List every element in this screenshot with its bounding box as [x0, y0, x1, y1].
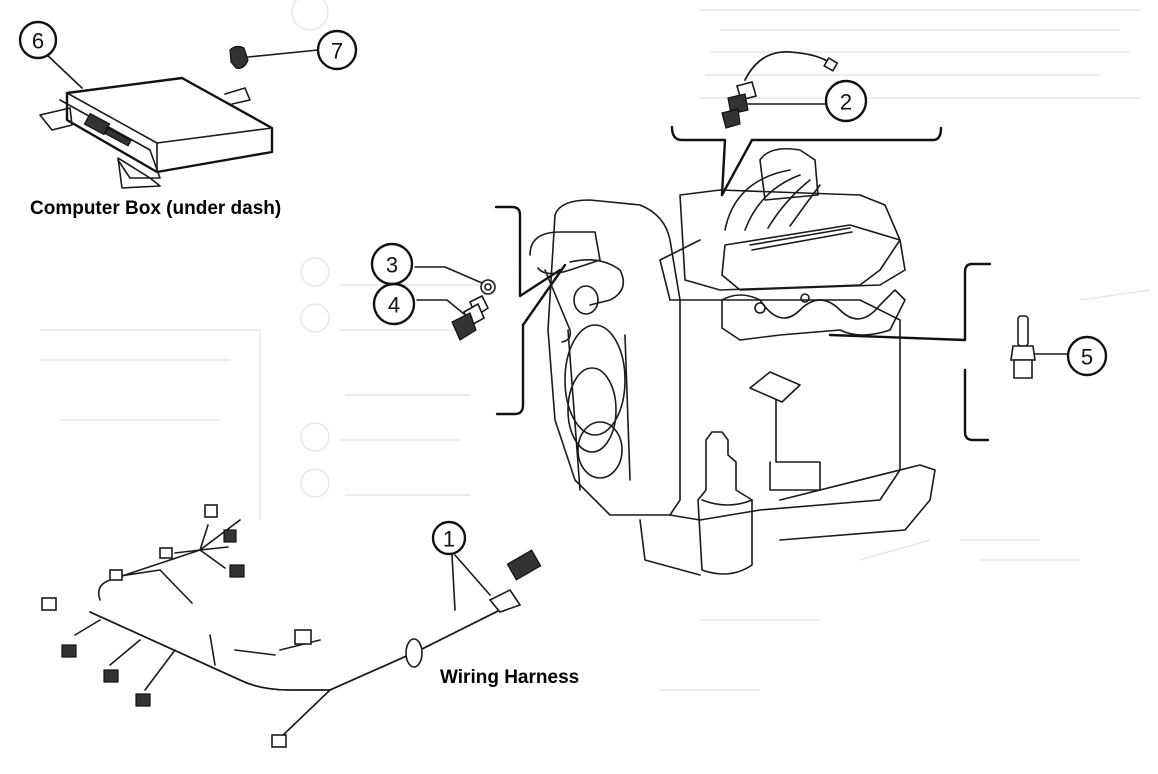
harness-connectors: [41, 504, 542, 748]
callout-number: 7: [331, 39, 343, 64]
computer-box-illustration: [39, 76, 274, 189]
callout-1: 1: [431, 520, 467, 556]
callout-6: 6: [18, 20, 58, 60]
computer-box-caption: Computer Box (under dash): [30, 198, 281, 219]
bracket-oxygen-sensor: [670, 125, 943, 197]
connector-plug-illustration: [229, 45, 249, 69]
callout-number: 4: [388, 293, 400, 318]
callout-7: 7: [316, 29, 358, 71]
callout-number: 6: [32, 29, 44, 54]
oxygen-sensor-illustration: [721, 51, 839, 129]
temperature-switch-illustration: [1010, 315, 1036, 379]
coolant-temperature-sensor-illustration: [451, 294, 490, 341]
faint-background-art: [40, 0, 1151, 691]
callout-number: 5: [1081, 345, 1093, 370]
wiring-harness-caption: Wiring Harness: [440, 667, 579, 688]
bracket-sensors-3-4: [494, 205, 562, 416]
engine-block-illustration: [529, 147, 936, 576]
callout-number: 3: [386, 253, 398, 278]
callout-number: 1: [443, 527, 455, 552]
wiring-harness-illustration: [74, 519, 501, 739]
leader-line-3: [414, 266, 483, 284]
leader-line-1: [451, 554, 491, 611]
leader-line-7: [247, 49, 319, 58]
leader-line-4: [416, 299, 465, 315]
bracket-temperature-switch: [828, 262, 992, 442]
callout-2: 2: [824, 79, 868, 123]
callout-3: 3: [370, 242, 414, 286]
sealing-washer-illustration: [480, 279, 496, 295]
callout-4: 4: [372, 282, 416, 326]
leader-line-6: [44, 52, 83, 89]
bracket-pointer-4: [521, 263, 567, 327]
callout-5: 5: [1066, 335, 1108, 377]
callout-number: 2: [840, 90, 852, 115]
bracket-pointer-2: [720, 138, 754, 197]
